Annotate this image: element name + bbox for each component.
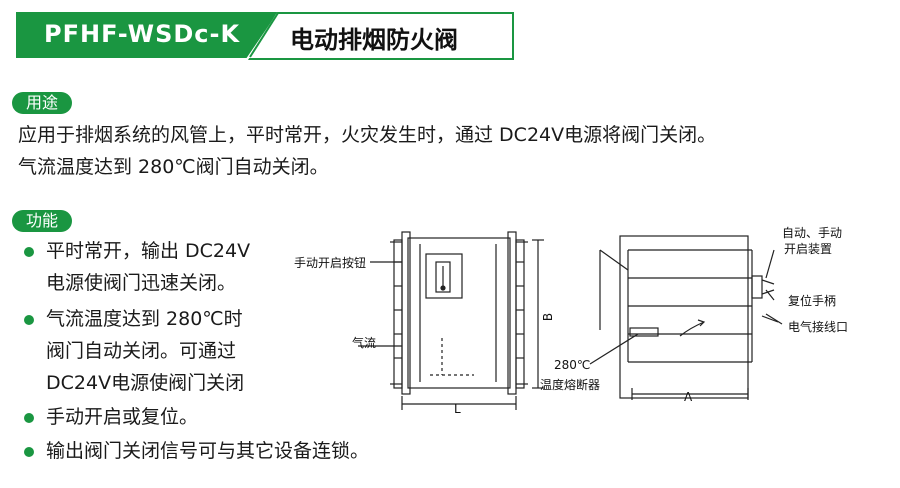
title-divider bbox=[249, 12, 279, 58]
label-manual-open-button: 手动开启按钮 bbox=[294, 256, 367, 270]
label-fuse: 温度熔断器 bbox=[540, 378, 601, 392]
label-airflow: 气流 bbox=[352, 336, 377, 350]
model-number: PFHF-WSDc-K bbox=[44, 20, 241, 48]
label-reset-handle: 复位手柄 bbox=[788, 294, 837, 308]
function-tag: 功能 bbox=[12, 210, 73, 232]
function-item-2-line-1: 气流温度达到 280℃时 bbox=[46, 308, 243, 330]
function-item-2-line-3: DC24V电源使阀门关闭 bbox=[46, 372, 245, 394]
bullet-dot bbox=[24, 413, 34, 423]
function-item-1-line-1: 平时常开，输出 DC24V bbox=[46, 240, 251, 262]
product-title: 电动排烟防火阀 bbox=[290, 26, 458, 54]
label-auto-manual: 自动、手动 bbox=[782, 226, 843, 240]
damper-drawing bbox=[358, 231, 783, 410]
bullet-dot bbox=[24, 247, 34, 257]
label-dim-a: A bbox=[684, 390, 693, 404]
model-badge bbox=[16, 12, 278, 58]
bullet-dot bbox=[24, 447, 34, 457]
header: PFHF-WSDc-K 电动排烟防火阀 bbox=[0, 12, 520, 60]
function-item-2-line-2: 阀门自动关闭。可通过 bbox=[46, 340, 237, 362]
usage-line-2: 气流温度达到 280℃阀门自动关闭。 bbox=[18, 156, 329, 178]
label-open-device: 开启装置 bbox=[784, 242, 833, 256]
function-item-1-line-2: 电源使阀门迅速关闭。 bbox=[46, 272, 237, 294]
function-item-4-line-1: 输出阀门关闭信号可与其它设备连锁。 bbox=[46, 440, 370, 462]
usage-tag: 用途 bbox=[12, 92, 73, 114]
label-dim-l: L bbox=[454, 402, 461, 416]
label-dim-b: B bbox=[541, 312, 556, 322]
damper-diagram: 手动开启按钮 气流 B L 自动、手动 开启装置 复位手柄 电气接线口 280℃… bbox=[290, 210, 900, 420]
label-electric-port: 电气接线口 bbox=[788, 320, 849, 334]
function-item-3-line-1: 手动开启或复位。 bbox=[46, 406, 199, 428]
label-280c: 280℃ bbox=[554, 358, 591, 372]
title-frame bbox=[248, 12, 514, 60]
usage-line-1: 应用于排烟系统的风管上，平时常开，火灾发生时，通过 DC24V电源将阀门关闭。 bbox=[18, 124, 717, 146]
bullet-dot bbox=[24, 315, 34, 325]
